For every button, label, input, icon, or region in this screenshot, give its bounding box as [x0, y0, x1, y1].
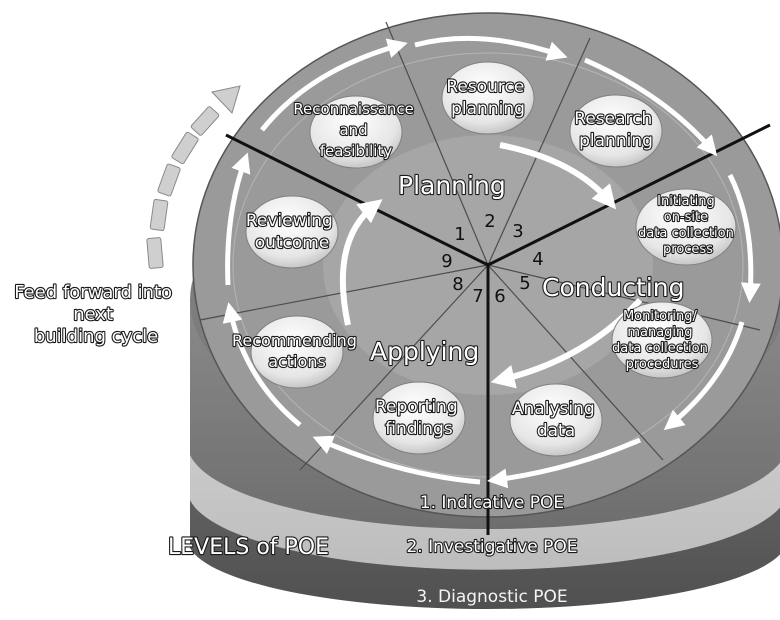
step-8-number: 8 [452, 274, 463, 295]
step-8-oval [250, 315, 344, 389]
step-6-oval [509, 383, 603, 457]
phase-conducting: Conducting [542, 273, 685, 302]
step-5-oval [611, 301, 713, 379]
step-3-number: 3 [512, 221, 523, 242]
level-1-label: 1. Indicative POE [420, 493, 564, 513]
step-4-label: Initiating on-site data collection proce… [638, 194, 738, 257]
step-2-number: 2 [484, 211, 495, 232]
step-1-number: 1 [454, 224, 465, 245]
levels-title: LEVELS of POE [168, 535, 329, 560]
level-2-label: 2. Investigative POE [406, 537, 577, 557]
step-5-label: Monitoring/ managing data collection pro… [612, 309, 712, 372]
step-6-number: 6 [494, 286, 505, 307]
step-7-label: Reporting findings [375, 397, 463, 439]
step-3-label: Research planning [574, 109, 657, 151]
step-1-label: Reconnaissance and feasibility [293, 100, 418, 160]
step-ovals [245, 61, 737, 457]
outer-cycle-arrows [222, 35, 761, 489]
step-5-number: 5 [519, 273, 530, 294]
feed-forward-arrowhead [211, 85, 241, 114]
step-2-label: Resource planning [446, 77, 529, 119]
phase-labels: Planning Conducting Applying [369, 170, 686, 367]
step-7-oval [372, 381, 466, 455]
step-6-label: Analysing data [512, 399, 600, 441]
step-1-oval [309, 95, 403, 169]
step-numbers: 1 2 3 4 5 6 7 8 9 [441, 211, 543, 307]
step-9-label: Reviewing outcome [246, 211, 338, 253]
step-3-oval [569, 94, 663, 168]
level-3-label: 3. Diagnostic POE [416, 587, 567, 607]
step-7-number: 7 [472, 286, 483, 307]
phase-applying: Applying [370, 337, 479, 366]
step-9-number: 9 [441, 251, 452, 272]
step-9-oval [245, 195, 339, 269]
step-4-oval [635, 188, 737, 266]
step-labels: Reconnaissance and feasibility Resource … [231, 76, 738, 442]
step-4-number: 4 [532, 249, 543, 270]
phase-planning: Planning [398, 171, 506, 200]
feed-forward-arrow [146, 85, 241, 269]
step-8-label: Recommending actions [232, 331, 362, 371]
separator-planning-conducting [487, 123, 771, 267]
feed-forward-text: Feed forward into next building cycle [14, 282, 178, 347]
step-2-oval [441, 61, 535, 135]
